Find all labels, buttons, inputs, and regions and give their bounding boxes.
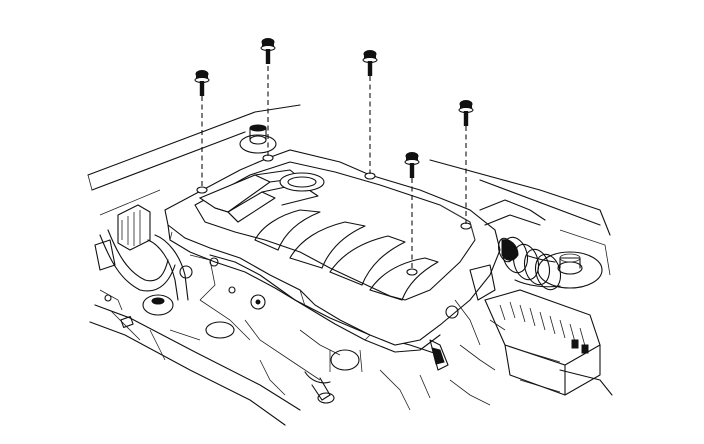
cover-bolts xyxy=(194,38,474,178)
cover-bolt-4 xyxy=(458,100,474,126)
cover-bolt-1 xyxy=(194,70,210,96)
alignment-lines xyxy=(201,66,467,270)
cover-bolt-3 xyxy=(362,50,378,76)
intake-duct xyxy=(479,199,562,291)
right-engine-components xyxy=(429,264,506,406)
strut-tower-right xyxy=(537,251,603,289)
left-engine-components xyxy=(94,204,251,341)
engine-cover xyxy=(164,149,501,353)
air-cleaner-box xyxy=(484,289,601,396)
strut-tower-left xyxy=(239,124,277,154)
cover-bolt-5 xyxy=(404,152,420,178)
cover-bolt-2 xyxy=(260,38,276,64)
